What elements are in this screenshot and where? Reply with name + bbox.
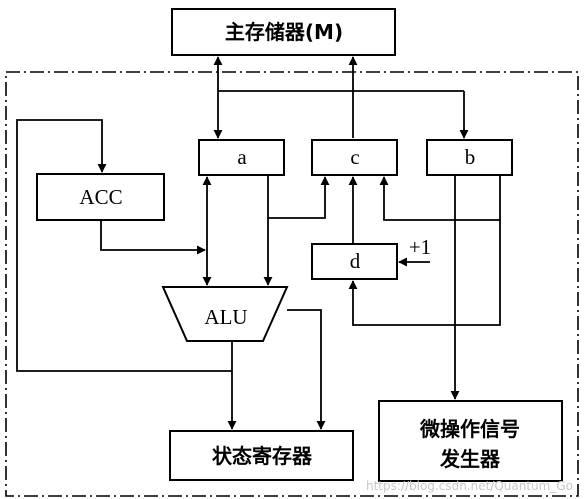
micro-signal-generator-label-line2: 发生器 — [439, 447, 501, 471]
status-register-box — [169, 430, 354, 481]
main-memory-box — [171, 8, 396, 56]
acc-label: ACC — [79, 185, 122, 209]
cpu-boundary — [5, 71, 579, 497]
register-d-box — [311, 243, 398, 280]
alu-shape — [161, 286, 289, 342]
wire-b-to-d — [348, 220, 501, 326]
status-register-label: 状态寄存器 — [212, 444, 313, 468]
micro-signal-generator-label-line1: 微操作信号 — [419, 417, 520, 441]
wire-b-to-c — [379, 175, 501, 221]
register-c-box — [311, 139, 398, 176]
alu-label: ALU — [204, 305, 247, 329]
increment-label: +1 — [409, 235, 431, 259]
register-b-box — [426, 139, 513, 176]
acc-box — [36, 173, 165, 221]
register-c-label: c — [350, 145, 359, 169]
micro-signal-generator-box — [378, 400, 563, 482]
wire-acc-to-alu — [100, 220, 206, 255]
watermark: https://blog.csdn.net/Quantum_Go — [366, 479, 573, 493]
register-b-label: b — [465, 145, 476, 169]
main-memory-label: 主存储器(M) — [225, 20, 343, 44]
register-a-box — [198, 139, 285, 176]
wire-feedback-to-acc — [16, 119, 232, 372]
wire-alu-to-status-right — [287, 309, 326, 430]
register-d-label: d — [350, 249, 361, 273]
wire-a-to-c — [268, 176, 330, 219]
register-a-label: a — [237, 145, 247, 169]
